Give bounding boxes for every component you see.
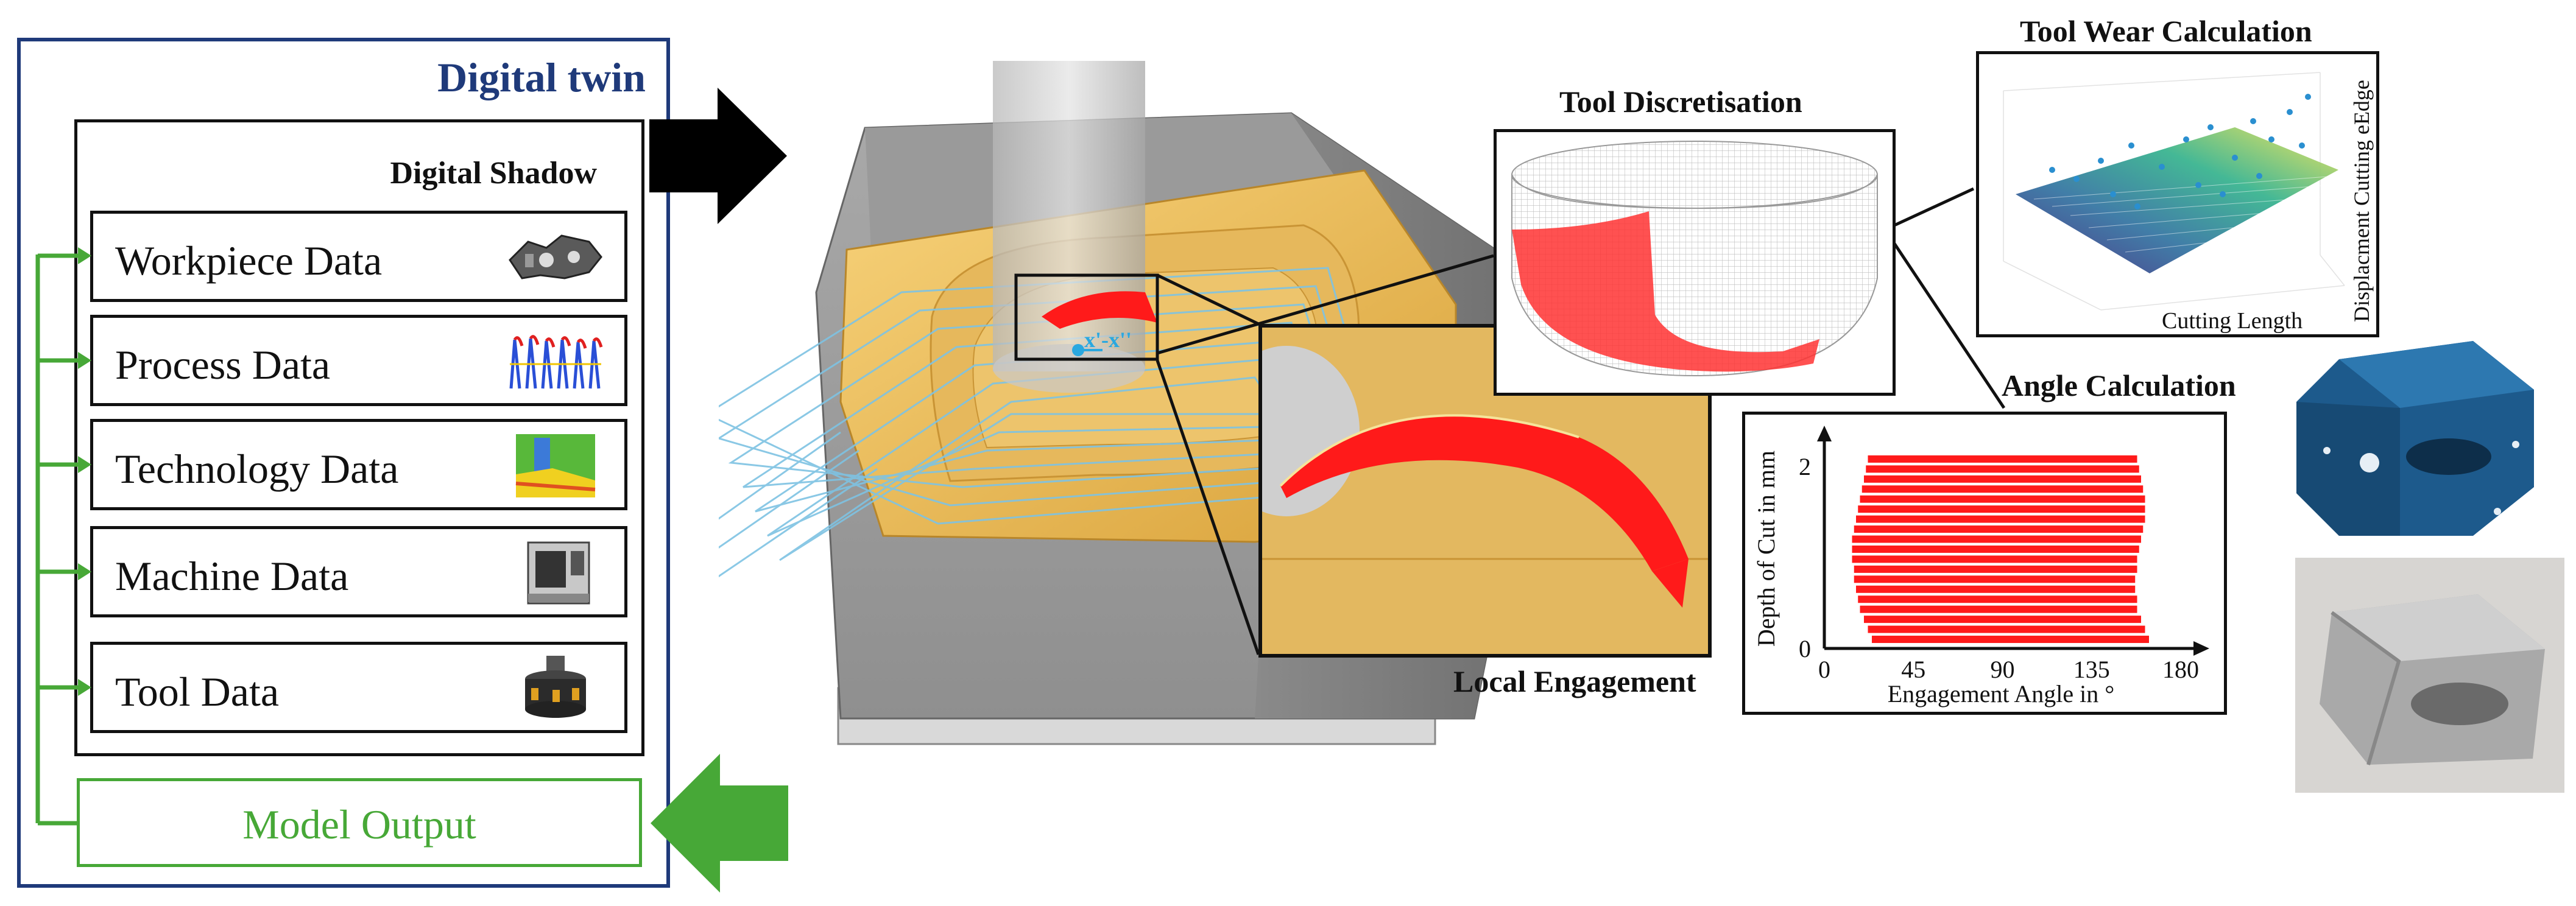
digital-twin-frame xyxy=(17,38,670,888)
engagement-bar xyxy=(1858,505,2145,513)
y-tick-label: 0 xyxy=(1799,635,1811,662)
x-tick-label: 90 xyxy=(1991,656,2015,683)
digital-shadow-frame xyxy=(74,119,644,756)
angle-chart: 0 45 90 135 180 0 2 Engagement Angle in ° Dep… xyxy=(1752,426,2209,708)
technology-icon xyxy=(515,434,596,497)
engagement-bar xyxy=(1866,465,2139,473)
engagement-bar xyxy=(1872,636,2149,644)
coord-label: x'-x'' xyxy=(1084,328,1132,352)
digital-twin-title: Digital twin xyxy=(437,54,646,100)
engagement-bar xyxy=(1856,515,2145,523)
model-output-box: Model Output xyxy=(77,778,642,867)
tool-wear-title: Tool Wear Calculation xyxy=(2020,14,2312,48)
engagement-bar xyxy=(1861,485,2144,493)
engagement-bar xyxy=(1852,545,2139,553)
tool-data-label: Tool Data xyxy=(115,669,280,715)
x-tick-label: 180 xyxy=(2162,656,2199,683)
process-data-box: Process Data xyxy=(90,315,627,406)
digital-shadow-title: Digital Shadow xyxy=(390,156,597,191)
feedback-connector xyxy=(35,247,91,826)
x-tick-label: 0 xyxy=(1818,656,1830,683)
technology-data-box: Technology Data xyxy=(90,419,627,510)
tool-wear-view: Cutting Length Displacment Cutting eEdge xyxy=(1976,51,2379,337)
engagement-bar xyxy=(1854,565,2137,573)
engagement-bar xyxy=(1860,605,2137,613)
x-tick-label: 135 xyxy=(2073,656,2110,683)
engagement-bar xyxy=(1854,575,2136,583)
tool-discretisation-view xyxy=(1494,129,1896,396)
engagement-bar xyxy=(1864,616,2141,623)
model-output-label: Model Output xyxy=(242,801,476,848)
angle-chart-frame: 0 45 90 135 180 0 2 Engagement Angle in ° Dep… xyxy=(1742,412,2227,715)
zoom-box xyxy=(1014,273,1159,361)
technology-data-label: Technology Data xyxy=(115,446,399,492)
workpiece-icon xyxy=(509,234,602,279)
wear-x-label: Cutting Length xyxy=(2162,308,2303,334)
x-tick-label: 45 xyxy=(1901,656,1925,683)
engagement-bar xyxy=(1868,455,2137,463)
tool-discretisation-title: Tool Discretisation xyxy=(1559,85,1802,119)
wear-z-label: Displacment Cutting eEdge xyxy=(2349,80,2374,322)
engagement-bar xyxy=(1852,535,2141,543)
engagement-bar xyxy=(1868,625,2145,633)
engagement-bar xyxy=(1854,525,2144,533)
angle-calculation-title: Angle Calculation xyxy=(2002,368,2236,402)
green-arrow-left-icon xyxy=(651,754,788,893)
engagement-bar xyxy=(1864,475,2141,483)
milling-tool-icon xyxy=(525,656,586,718)
part-cad-render xyxy=(2296,341,2534,536)
engagement-bar xyxy=(1852,555,2137,563)
process-data-label: Process Data xyxy=(115,342,331,388)
machine-data-box: Machine Data xyxy=(90,526,627,617)
tool-engagement-mesh xyxy=(1512,211,1819,372)
local-engagement-title: Local Engagement xyxy=(1453,664,1696,698)
black-arrow-right-icon xyxy=(649,88,787,224)
y-tick-label: 2 xyxy=(1799,453,1811,480)
engagement-bar xyxy=(1856,585,2136,593)
wear-surface xyxy=(2016,127,2338,273)
workpiece-data-label: Workpiece Data xyxy=(115,237,383,284)
process-chart-icon xyxy=(509,335,603,389)
engagement-region xyxy=(1042,291,1157,329)
part-photo xyxy=(2295,558,2564,793)
engagement-bar xyxy=(1858,595,2137,603)
workpiece-data-box: Workpiece Data xyxy=(90,211,627,302)
engagement-band xyxy=(1280,415,1689,571)
tool-data-box: Tool Data xyxy=(90,642,627,733)
machine-icon xyxy=(527,541,590,605)
y-axis-label: Depth of Cut in mm xyxy=(1752,451,1780,647)
x-axis-label: Engagement Angle in ° xyxy=(1888,680,2115,708)
engagement-bar xyxy=(1860,495,2145,503)
machine-data-label: Machine Data xyxy=(115,553,349,599)
